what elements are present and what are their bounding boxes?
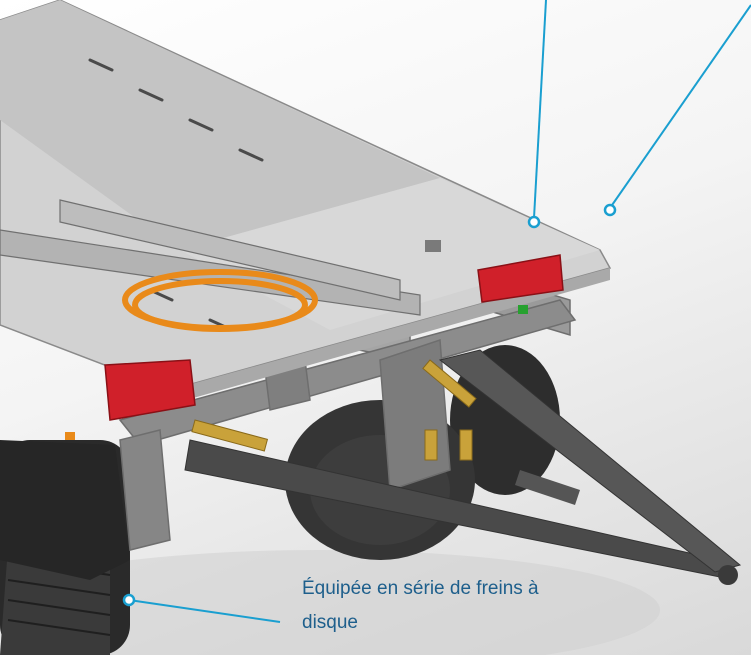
callout-line-2 [609, 4, 751, 209]
disc-brake-caption: Équipée en série de freins à disque [302, 572, 632, 640]
ground-shadow [0, 550, 660, 655]
deck [0, 0, 612, 404]
rear-light-icon [65, 254, 564, 440]
caption-line-1: Équipée en série de freins à [302, 578, 539, 599]
drawbar [184, 349, 742, 585]
callout-dot-icon [122, 203, 617, 607]
callout-lines [128, 0, 751, 623]
callout-line-1 [533, 0, 547, 219]
fender [0, 440, 130, 580]
brake-actuators [191, 359, 477, 461]
callout-line-3 [128, 599, 281, 623]
caption-line-2: disque [302, 612, 358, 633]
air-hose-coil [122, 269, 318, 332]
